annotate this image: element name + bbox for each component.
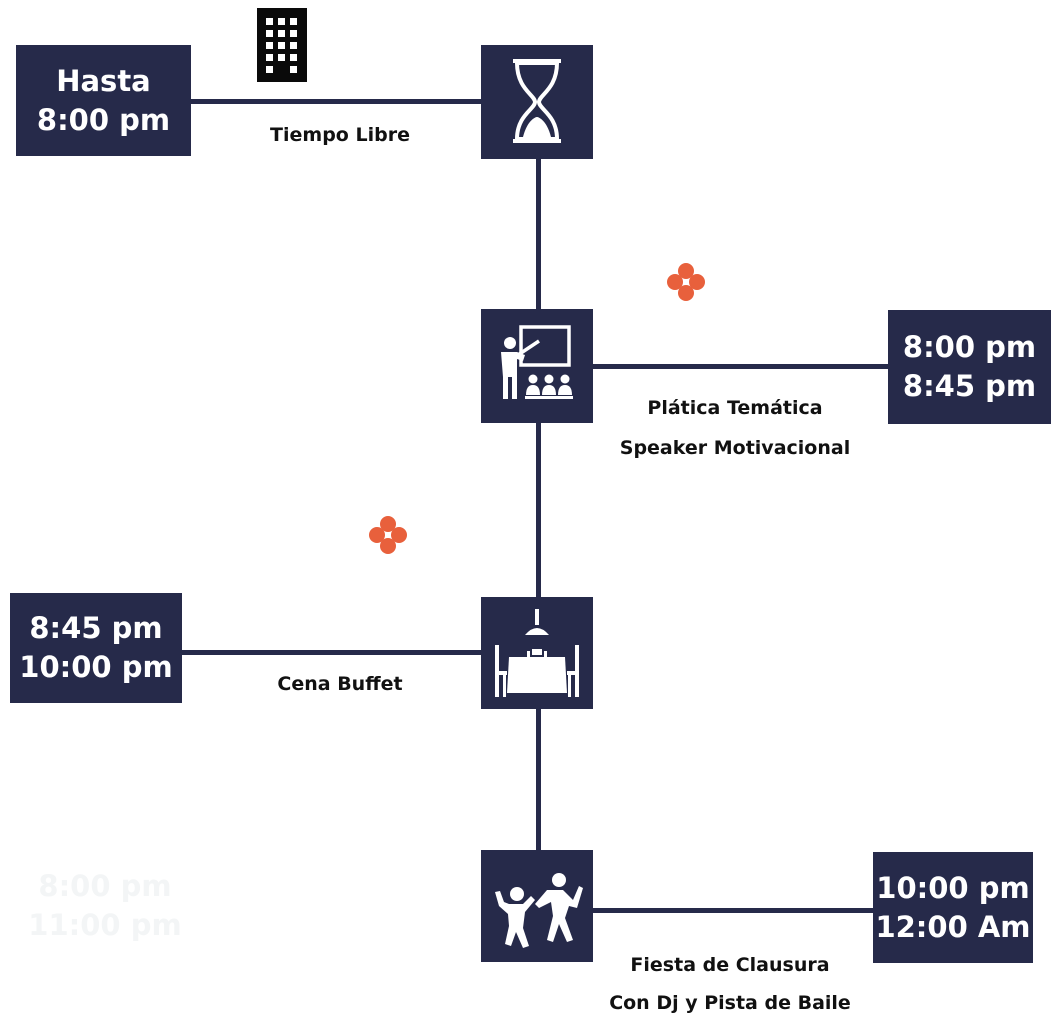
event-icon-box-3 <box>481 597 593 709</box>
event-title-4: Fiesta de Clausura <box>630 954 830 976</box>
connector-line-3 <box>180 650 485 655</box>
event-icon-box-4 <box>481 850 593 962</box>
timeline-spine-3 <box>536 705 541 855</box>
event-subtitle-2: Speaker Motivacional <box>619 437 851 459</box>
event-subtitle-4: Con Dj y Pista de Baile <box>609 992 851 1014</box>
timeline-spine-1 <box>536 155 541 315</box>
building-icon <box>257 8 307 82</box>
event-icon-box-1 <box>481 45 593 159</box>
connector-line-1 <box>190 99 485 104</box>
hourglass-icon <box>513 59 561 143</box>
event-title-2: Plática Temática <box>647 397 823 419</box>
event-title-3: Cena Buffet <box>277 673 403 695</box>
connector-line-2 <box>590 364 890 369</box>
timeline-spine-2 <box>536 420 541 600</box>
presentation-icon <box>501 325 573 399</box>
event-title-1: Tiempo Libre <box>270 124 410 146</box>
event-icon-box-2 <box>481 309 593 423</box>
plus-icon <box>369 516 407 554</box>
dinner-table-icon <box>495 609 579 697</box>
dancing-people-icon <box>495 873 583 948</box>
plus-icon <box>667 263 705 301</box>
connector-line-4 <box>590 908 875 913</box>
